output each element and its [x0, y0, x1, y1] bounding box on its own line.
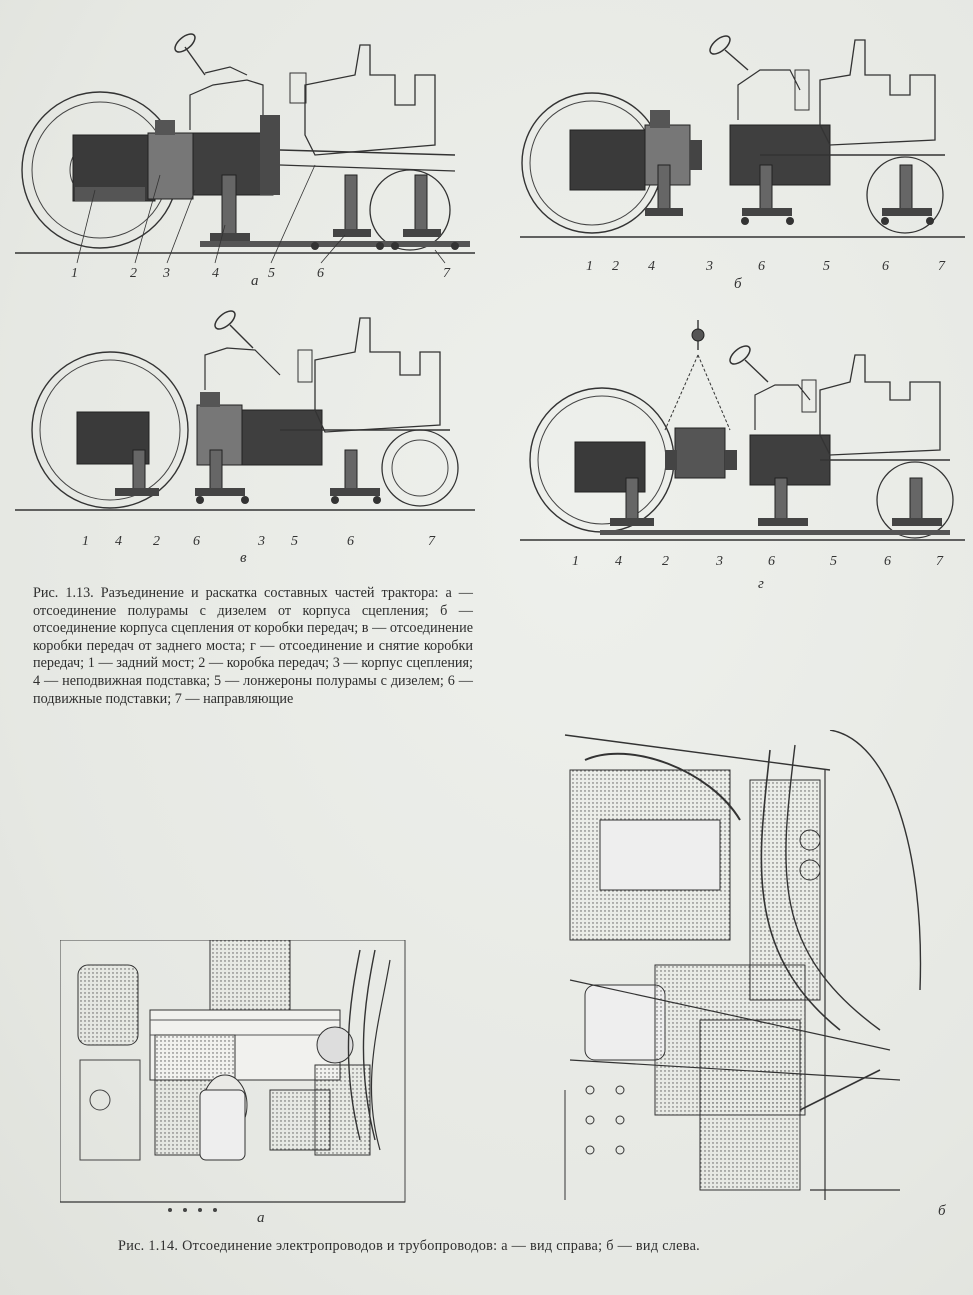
panel-label-1-14-b: б — [938, 1203, 946, 1219]
figure-1-13-caption: Рис. 1.13. Разъединение и раскатка соста… — [33, 585, 473, 707]
callout-g-5: 5 — [830, 554, 837, 569]
callout-a-3: 3 — [162, 266, 170, 281]
callout-a-1: 1 — [71, 266, 78, 281]
callout-b-7: 7 — [938, 259, 946, 274]
callout-a-7: 7 — [443, 266, 451, 281]
figure-1-13-panel-g: 1 4 2 3 6 5 6 7 г — [520, 300, 965, 600]
callout-g-6b: 6 — [884, 554, 891, 569]
panel-label-g: г — [758, 576, 764, 592]
callout-v-5: 5 — [291, 534, 298, 549]
callout-g-3: 3 — [715, 554, 723, 569]
figure-1-14-caption: Рис. 1.14. Отсоединение электропроводов … — [118, 1238, 701, 1254]
callout-v-6: 6 — [193, 534, 200, 549]
callout-v-7: 7 — [428, 534, 436, 549]
engine-right-view-drawing: а — [60, 940, 406, 1225]
callout-v-2: 2 — [153, 534, 160, 549]
callout-v-3: 3 — [257, 534, 265, 549]
callout-g-7: 7 — [936, 554, 944, 569]
callout-a-4: 4 — [212, 266, 219, 281]
callout-a-6: 6 — [317, 266, 324, 281]
callout-v-4: 4 — [115, 534, 122, 549]
callout-b-5: 5 — [823, 259, 830, 274]
callout-b-3: 3 — [705, 259, 713, 274]
callout-b-6: 6 — [758, 259, 765, 274]
panel-label-a: а — [251, 273, 259, 289]
figure-1-13-panel-v: 1 4 2 6 3 5 6 7 в — [15, 300, 475, 570]
tractor-drawing-a: 1 2 3 4 5 6 7 а — [15, 33, 475, 289]
callout-v-6b: 6 — [347, 534, 354, 549]
figure-1-14-panel-a: а — [60, 940, 420, 1225]
callout-v-1: 1 — [82, 534, 89, 549]
figure-1-14-panel-b: б — [560, 730, 965, 1225]
callout-g-4: 4 — [615, 554, 622, 569]
callout-b-4: 4 — [648, 259, 655, 274]
callout-a-5: 5 — [268, 266, 275, 281]
figure-1-13-panel-a: 1 2 3 4 5 6 7 а — [15, 15, 475, 290]
panel-label-v: в — [240, 550, 247, 566]
callout-g-2: 2 — [662, 554, 669, 569]
callout-b-6b: 6 — [882, 259, 889, 274]
tractor-drawing-g: 1 4 2 3 6 5 6 7 г — [520, 320, 965, 592]
tractor-drawing-b: 1 2 4 3 6 5 6 7 б — [520, 35, 965, 290]
callout-a-2: 2 — [130, 266, 137, 281]
tractor-drawing-v: 1 4 2 6 3 5 6 7 в — [15, 310, 475, 566]
callout-b-2: 2 — [612, 259, 619, 274]
panel-label-1-14-a: а — [257, 1210, 265, 1225]
panel-label-b: б — [734, 276, 742, 290]
callout-g-1: 1 — [572, 554, 579, 569]
callout-b-1: 1 — [586, 259, 593, 274]
figure-1-13-panel-b: 1 2 4 3 6 5 6 7 б — [520, 15, 965, 290]
callout-g-6: 6 — [768, 554, 775, 569]
engine-left-view-drawing: б — [564, 730, 946, 1219]
